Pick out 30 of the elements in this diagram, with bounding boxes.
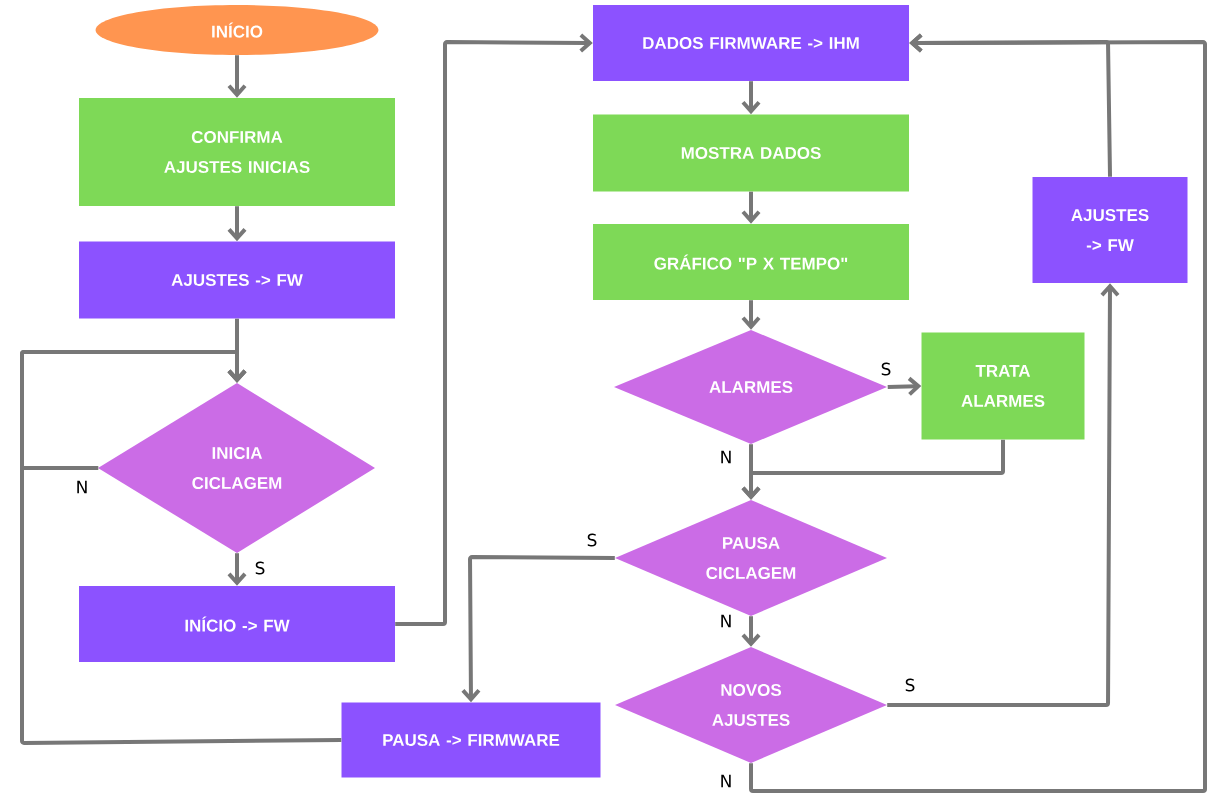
edge-label: N xyxy=(718,613,734,629)
arrow xyxy=(395,33,593,626)
process-box: AJUSTES -> FW xyxy=(79,241,395,319)
arrow xyxy=(887,283,1120,707)
process-box: AJUSTES -> FW xyxy=(1032,177,1188,283)
arrow xyxy=(741,191,761,224)
arrow xyxy=(227,55,247,98)
process-box: MOSTRA DADOS xyxy=(593,114,909,192)
edge-label: N xyxy=(718,773,734,789)
arrow xyxy=(741,300,761,330)
edge-label: S xyxy=(585,532,599,548)
arrow xyxy=(749,33,1207,793)
edge-label: S xyxy=(903,677,917,693)
process-box: CONFIRMA AJUSTES INICIAS xyxy=(79,98,395,206)
process-box: GRÁFICO "P X TEMPO" xyxy=(593,224,909,300)
arrow xyxy=(741,439,1005,500)
arrow xyxy=(461,555,615,703)
process-box: INÍCIO -> FW xyxy=(79,586,395,662)
arrow xyxy=(227,553,247,586)
process-box: PAUSA -> FIRMWARE xyxy=(341,702,601,778)
arrow xyxy=(741,81,761,115)
edge-label: N xyxy=(74,479,90,495)
arrow xyxy=(887,376,922,396)
edge-label: N xyxy=(718,449,734,465)
arrow xyxy=(741,616,761,647)
arrow xyxy=(20,350,342,745)
arrow xyxy=(227,206,247,242)
edge-label: S xyxy=(253,560,267,576)
process-box: TRATA ALARMES xyxy=(921,332,1085,440)
process-box: DADOS FIRMWARE -> IHM xyxy=(593,5,909,81)
